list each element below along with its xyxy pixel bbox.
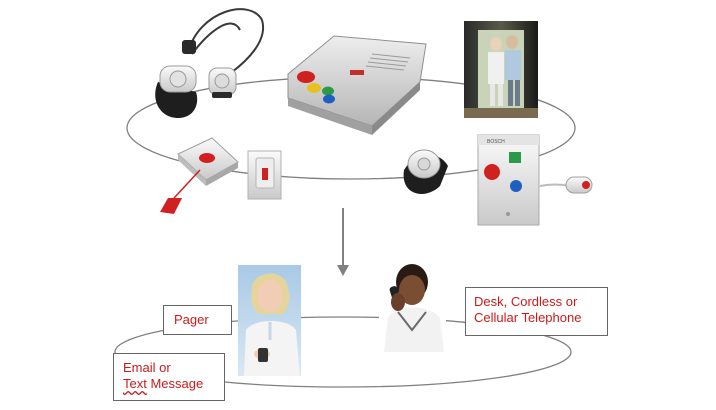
base-unit-icon [287,35,427,135]
door-photo-icon [464,21,538,118]
email-label-line1: Email or [123,360,171,375]
down-arrow-icon [337,208,349,276]
telephone-label-line2: Cellular Telephone [474,310,582,325]
base-yellow-button [307,83,321,93]
wall-panel-icon: BOSCH [477,134,540,226]
telephone-label-line1: Desk, Cordless or [474,294,578,309]
pager-label: Pager [174,312,209,327]
base-red-button [297,71,315,83]
wrist-watch-transmitter-icon [403,149,448,194]
message-word: Message [146,376,204,391]
bottom-notification-ring [114,316,572,388]
caregiver-on-phone-photo [379,261,446,352]
nurse-with-pager-photo [238,265,301,376]
wall-switch-icon [247,150,282,200]
base-blue-button [323,94,335,104]
pull-cord-button-icon [160,137,239,214]
pager-label-box: Pager [163,305,232,335]
telephone-label-box: Desk, Cordless or Cellular Telephone [465,287,608,336]
email-label-line2: Text Message [123,376,224,392]
pendant-transmitter-icon [182,8,265,98]
svg-text:BOSCH: BOSCH [487,139,505,145]
wrist-transmitter-icon [155,65,198,118]
email-text-label-box: Email or Text Message [113,353,225,401]
base-green-button [322,86,334,96]
call-button-icon [539,176,593,194]
text-word: Text [123,376,147,391]
